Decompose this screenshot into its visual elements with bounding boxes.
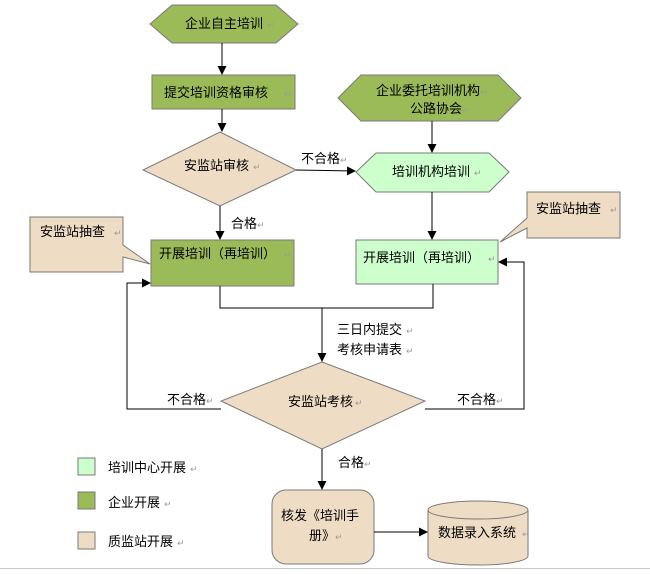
- para-mark: ↵: [335, 532, 343, 542]
- para-mark: ↵: [206, 396, 214, 406]
- exam-fail-right-label: 不合格: [457, 392, 496, 407]
- para-mark: ↵: [284, 89, 292, 99]
- page-bottom-rule: [0, 568, 650, 569]
- connector-merge: [219, 284, 434, 309]
- training-left-box: [150, 239, 295, 287]
- exam-pass-label: 合格: [338, 455, 364, 470]
- para-mark: ↵: [284, 250, 292, 260]
- para-mark: ↵: [340, 155, 348, 165]
- submit-note-line2: 考核申请表: [337, 342, 402, 357]
- self-training-hexagon: [149, 4, 299, 44]
- self-training-label: 企业自主培训: [185, 16, 263, 31]
- legend-swatch-station: [77, 531, 96, 550]
- training-right-box: [355, 239, 499, 285]
- station-check-left-callout: [29, 216, 151, 273]
- station-check-right-callout: [499, 191, 621, 243]
- training-right-label: 开展培训（再培训）: [363, 250, 480, 265]
- review-fail-label: 不合格: [301, 151, 340, 166]
- para-mark: ↵: [406, 326, 414, 336]
- para-mark: ↵: [364, 459, 372, 469]
- para-mark: ↵: [257, 220, 265, 230]
- delegate-hexagon: [337, 74, 522, 122]
- data-entry-label: 数据录入系统: [438, 525, 516, 540]
- para-mark: ↵: [164, 499, 172, 509]
- para-mark: ↵: [462, 105, 470, 115]
- para-mark: ↵: [355, 398, 363, 408]
- review-pass-label: 合格: [231, 216, 257, 231]
- para-mark: ↵: [496, 396, 504, 406]
- connector-exam-fail-right: [425, 257, 525, 410]
- para-mark: ↵: [610, 205, 618, 215]
- issue-handbook-box: [271, 489, 375, 565]
- submit-review-box: [151, 74, 296, 110]
- legend-swatch-training-center: [77, 457, 96, 476]
- issue-handbook-line2: 册》: [309, 528, 335, 543]
- submit-review-label: 提交培训资格审核: [164, 85, 268, 100]
- para-mark: ↵: [480, 87, 488, 97]
- training-left-label: 开展培训（再培训）: [159, 246, 276, 261]
- para-mark: ↵: [488, 254, 496, 264]
- para-mark: ↵: [474, 168, 482, 178]
- station-check-left-label: 安监站抽查: [40, 224, 105, 239]
- submit-note-line1: 三日内提交: [337, 322, 402, 337]
- data-entry-cylinder: [427, 500, 529, 566]
- issue-handbook-line1: 核发《培训手: [281, 508, 359, 523]
- exam-fail-left-label: 不合格: [167, 392, 206, 407]
- para-mark: ↵: [253, 162, 261, 172]
- para-mark: ↵: [406, 346, 414, 356]
- institution-training-label: 培训机构培训: [392, 164, 470, 179]
- legend-swatch-enterprise: [77, 491, 96, 510]
- connector-exam-fail-left: [126, 278, 221, 410]
- legend-label-training-center: 培训中心开展: [108, 460, 186, 475]
- legend-label-enterprise: 企业开展: [108, 495, 160, 510]
- station-check-right-label: 安监站抽查: [536, 201, 601, 216]
- delegate-label-line1: 企业委托培训机构: [376, 83, 480, 98]
- connector-review-fail: [295, 166, 356, 176]
- station-review-label: 安监站审核: [184, 158, 249, 173]
- para-mark: ↵: [177, 538, 185, 548]
- para-mark: ↵: [522, 529, 530, 539]
- para-mark: ↵: [190, 464, 198, 474]
- station-exam-label: 安监站考核: [288, 394, 353, 409]
- paragraph-marks: ↵ ↵ ↵ ↵ ↵ ↵ ↵ ↵ ↵ ↵ ↵ ↵ ↵ ↵ ↵ ↵ ↵ ↵ ↵ ↵ …: [114, 20, 618, 548]
- para-mark: ↵: [267, 20, 275, 30]
- institution-training-hexagon: [355, 152, 510, 193]
- legend-label-station: 质监站开展: [108, 534, 173, 549]
- para-mark: ↵: [114, 228, 122, 238]
- delegate-label-line2: 公路协会: [410, 101, 462, 116]
